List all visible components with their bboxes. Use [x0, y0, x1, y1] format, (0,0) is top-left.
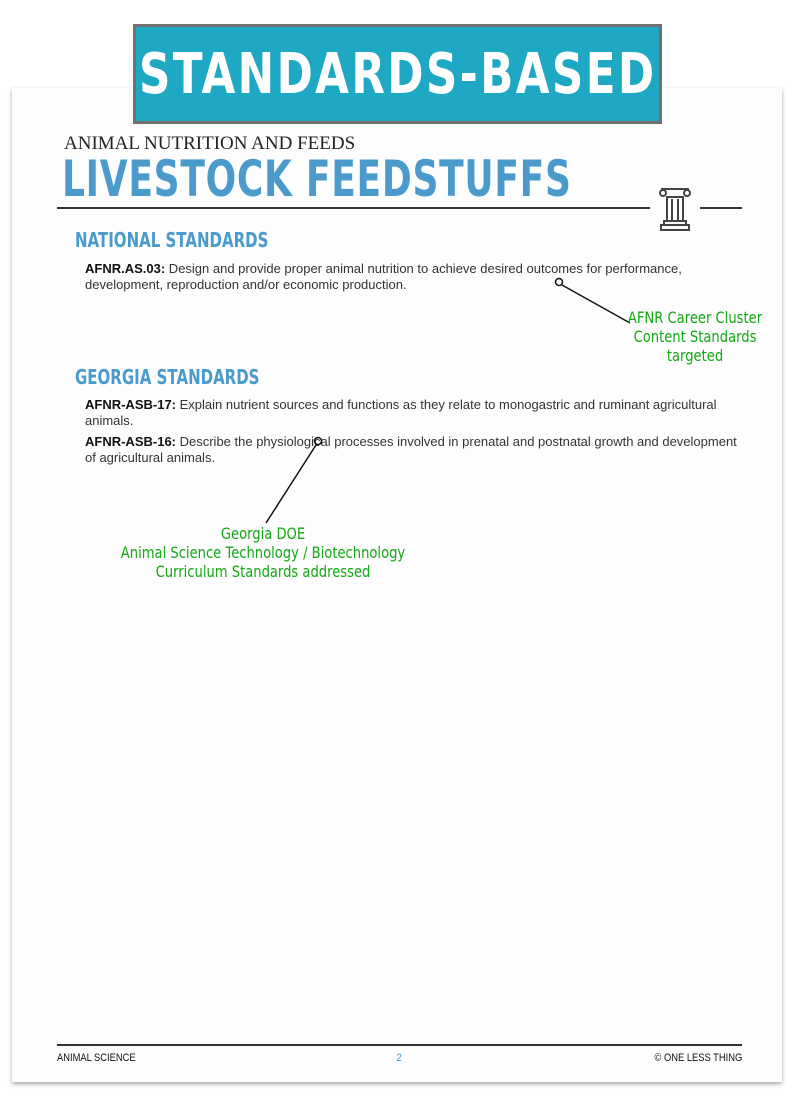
footer-divider — [57, 1044, 742, 1046]
annotation-line: Animal Science Technology / Biotechnolog… — [120, 543, 406, 562]
standard-item: AFNR-ASB-16: Describe the physiological … — [85, 434, 745, 466]
afnr-annotation: AFNR Career Cluster Content Standards ta… — [625, 308, 764, 365]
footer-copyright: © ONE LESS THING — [654, 1052, 742, 1064]
georgia-annotation: Georgia DOE Animal Science Technology / … — [115, 524, 410, 581]
standard-text: Describe the physiological processes inv… — [85, 434, 737, 465]
document-page — [12, 88, 782, 1082]
standard-item: AFNR.AS.03: Design and provide proper an… — [85, 261, 745, 293]
page-number: 2 — [396, 1052, 402, 1064]
annotation-line: Curriculum Standards addressed — [155, 562, 371, 581]
title-divider — [57, 207, 650, 209]
column-pillar-icon — [659, 188, 691, 231]
standard-text: Design and provide proper animal nutriti… — [85, 261, 682, 292]
standard-code: AFNR-ASB-17: — [85, 397, 176, 412]
banner-label: STANDARDS-BASED — [138, 41, 657, 107]
standards-based-banner: STANDARDS-BASED — [133, 24, 662, 124]
page-title: LIVESTOCK FEEDSTUFFS — [62, 150, 572, 208]
footer-course: ANIMAL SCIENCE — [57, 1052, 136, 1064]
standard-code: AFNR-ASB-16: — [85, 434, 176, 449]
standard-text: Explain nutrient sources and functions a… — [85, 397, 717, 428]
national-standards-heading: NATIONAL STANDARDS — [75, 228, 269, 252]
annotation-line: Content Standards — [633, 327, 757, 346]
standard-code: AFNR.AS.03: — [85, 261, 166, 276]
annotation-line: Georgia DOE — [220, 524, 306, 543]
annotation-line: targeted — [666, 346, 724, 365]
georgia-standards-heading: GEORGIA STANDARDS — [75, 365, 260, 389]
standard-item: AFNR-ASB-17: Explain nutrient sources an… — [85, 397, 745, 429]
annotation-line: AFNR Career Cluster — [627, 308, 763, 327]
unit-subtitle: ANIMAL NUTRITION AND FEEDS — [64, 133, 356, 154]
title-divider-right — [700, 207, 742, 209]
